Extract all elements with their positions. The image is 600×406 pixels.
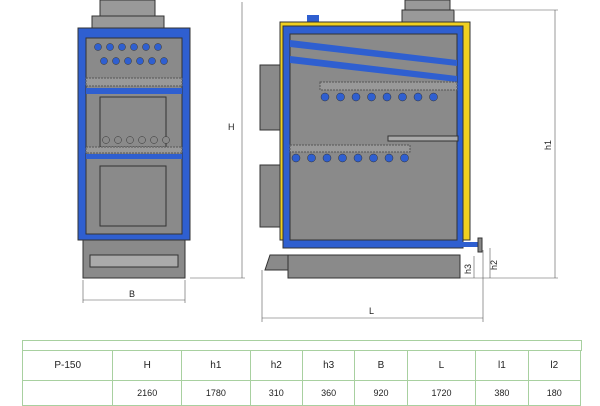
value-cell: 920 (354, 380, 408, 406)
value-cell: 2160 (112, 380, 183, 406)
dim-label-h1: h1 (543, 140, 553, 150)
header-cell: B (354, 350, 408, 381)
tube-icon (398, 92, 407, 102)
tube-icon (400, 153, 409, 163)
tube-icon (429, 92, 438, 102)
tube-icon (338, 153, 347, 163)
header-cell: l1 (475, 350, 529, 381)
tube-icon (413, 92, 423, 102)
header-cell: H (112, 350, 183, 381)
tube-icon (136, 57, 144, 65)
dim-label-h3: h3 (463, 264, 473, 274)
tube-icon (369, 153, 378, 163)
tube-icon (126, 136, 134, 144)
tube-icon (114, 136, 122, 144)
tube-icon (100, 57, 108, 65)
tube-icon (307, 153, 316, 163)
empty-cell (21, 380, 114, 406)
tube-icon (291, 153, 301, 163)
table-frame (22, 340, 582, 351)
dimension-lines (82, 2, 558, 322)
header-cell: l2 (527, 350, 582, 381)
value-cell: 360 (301, 380, 356, 406)
header-cell: h1 (181, 350, 251, 381)
tube-icon (130, 43, 138, 51)
value-cell: 1780 (181, 380, 251, 406)
tube-icon (162, 136, 170, 144)
tube-icon (138, 136, 146, 144)
tube-icon (112, 57, 120, 65)
tube-icon (94, 43, 102, 51)
dim-label-B: B (129, 289, 135, 299)
tube-icon (336, 92, 345, 102)
table-values-row: 2160 1780 310 360 920 1720 380 180 (21, 380, 582, 406)
tube-icon (353, 153, 363, 163)
tube-icon (367, 92, 376, 102)
header-cell: h3 (301, 350, 356, 381)
dim-label-h2: h2 (489, 260, 499, 270)
tube-icon (384, 153, 394, 163)
tube-icon (150, 136, 158, 144)
tube-icon (124, 57, 132, 65)
front-view (77, 0, 191, 279)
tube-icon (106, 43, 114, 51)
model-cell: P-150 (21, 350, 114, 381)
tube-icon (154, 43, 162, 51)
tube-icon (142, 43, 150, 51)
tube-icon (102, 136, 110, 144)
side-view (259, 0, 483, 279)
table-header-row: P-150 H h1 h2 h3 B L l1 l2 (21, 350, 582, 381)
dim-label-H: H (228, 122, 235, 132)
tube-icon (148, 57, 156, 65)
tube-icon (382, 92, 392, 102)
value-cell: 180 (527, 380, 582, 406)
tube-icon (351, 92, 361, 102)
specs-table: P-150 H h1 h2 h3 B L l1 l2 2160 1780 310… (21, 350, 582, 406)
dim-label-L: L (369, 306, 374, 316)
tube-icon (160, 57, 168, 65)
value-cell: 380 (475, 380, 529, 406)
header-cell: L (406, 350, 477, 381)
tube-icon (118, 43, 126, 51)
tube-icon (322, 153, 332, 163)
tube-icon (320, 92, 330, 102)
boiler-diagram: H B L h1 h2 h3 (77, 0, 558, 322)
value-cell: 310 (249, 380, 303, 406)
value-cell: 1720 (406, 380, 477, 406)
header-cell: h2 (249, 350, 303, 381)
